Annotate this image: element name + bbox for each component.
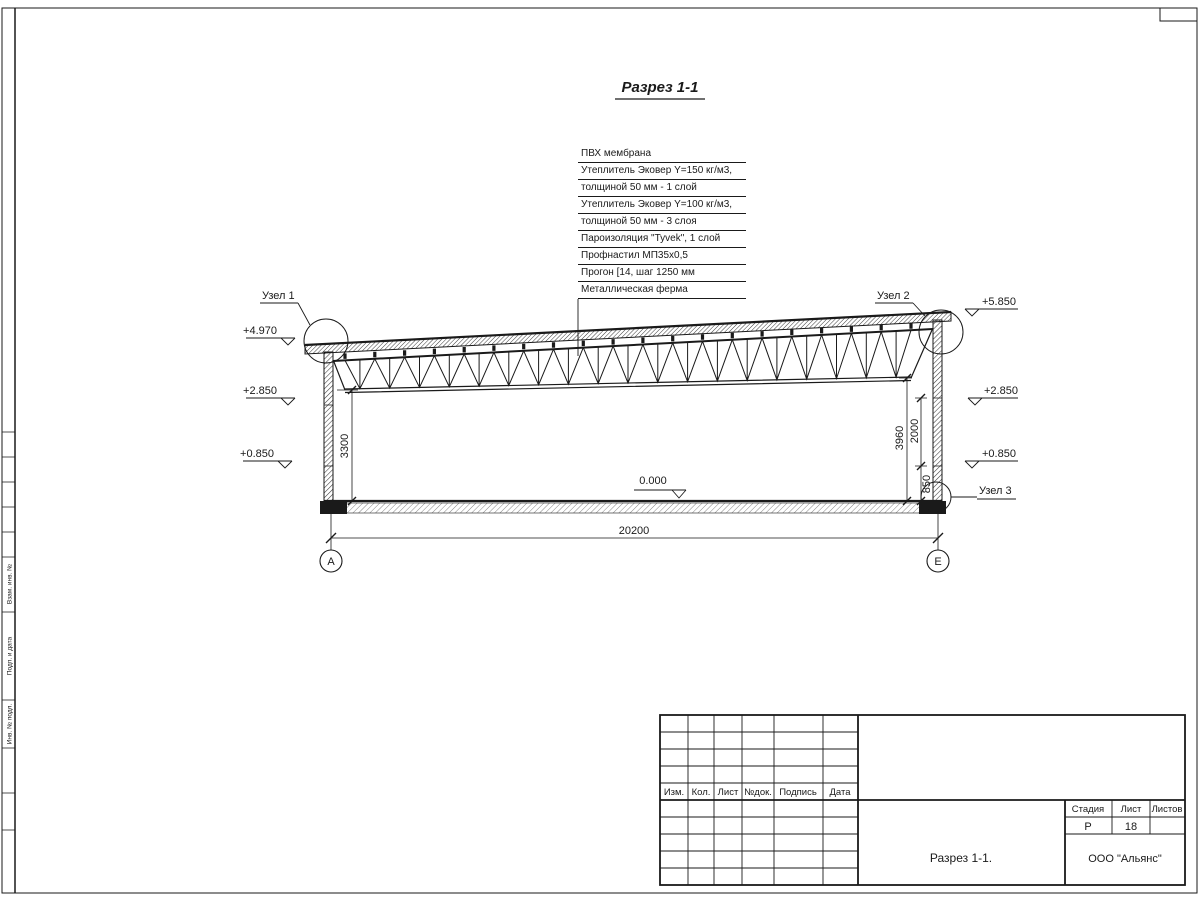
elev-left-low-symbol xyxy=(243,460,293,469)
wall-level-ticks xyxy=(324,397,942,467)
axis-left-letter: А xyxy=(327,556,335,568)
axis-drop-lines xyxy=(330,546,939,550)
left-margin-label: Взам. инв. № xyxy=(7,564,14,604)
elev-right-roof: +5.850 xyxy=(982,296,1016,308)
truss-end-members xyxy=(333,329,933,391)
elev-floor-symbol xyxy=(634,489,687,499)
dim-span-value: 20200 xyxy=(619,525,650,537)
callout-line-9: Металлическая ферма xyxy=(578,282,746,299)
tb-company: ООО "Альянс" xyxy=(1088,853,1162,865)
elev-left-mid: +2.850 xyxy=(243,385,277,397)
node-callouts xyxy=(260,302,1016,513)
tb-col-dok: №док. xyxy=(744,787,772,798)
node3-label: Узел 3 xyxy=(979,485,1012,497)
right-foundation-block xyxy=(919,501,946,514)
elevation-marks xyxy=(243,308,1018,499)
title-block xyxy=(659,714,1186,886)
axis-right-letter: Е xyxy=(934,556,941,568)
dim-right1-ticks xyxy=(902,373,912,506)
node1-leader xyxy=(260,302,311,326)
elev-left-roof-symbol xyxy=(246,337,296,346)
section-view xyxy=(304,310,952,514)
dim-span-ticks xyxy=(325,532,944,544)
view-title: Разрез 1-1 xyxy=(621,79,698,96)
tb-stage-value: Р xyxy=(1084,821,1091,833)
elev-right-mid-symbol xyxy=(967,397,1018,406)
dim-span-lines xyxy=(330,508,939,546)
elev-left-mid-symbol xyxy=(246,397,296,406)
node2-label: Узел 2 xyxy=(877,290,910,302)
tb-col-data: Дата xyxy=(829,787,851,798)
left-margin-label: Инв. № подл. xyxy=(7,704,14,745)
elev-left-roof: +4.970 xyxy=(243,325,277,337)
node2-leader xyxy=(875,302,926,317)
callout-line-8: Прогон [14, шаг 1250 мм xyxy=(578,265,746,282)
tb-col-kol: Кол. xyxy=(692,787,711,798)
truss-top-chord xyxy=(332,328,934,362)
callout-line-1: ПВХ мембрана xyxy=(578,146,746,163)
elev-left-low: +0.850 xyxy=(240,448,274,460)
left-margin-labels: Взам. инв. № Подп. и дата Инв. № подл. xyxy=(7,564,14,744)
corner-stamp-box xyxy=(1159,7,1198,22)
dim-left-height: 3300 xyxy=(339,434,351,458)
node2-circle xyxy=(918,309,964,355)
dim-left-ticks xyxy=(347,385,357,506)
dim-left-lines xyxy=(333,389,358,502)
roof-layers-callout: ПВХ мембрана Утеплитель Эковер Y=150 кг/… xyxy=(578,146,746,299)
node1-label: Узел 1 xyxy=(262,290,295,302)
dim-right-lower: 850 xyxy=(921,475,933,493)
callout-line-3: толщиной 50 мм - 1 слой xyxy=(578,180,746,197)
elev-right-low-symbol xyxy=(964,460,1018,469)
node1-circle xyxy=(303,318,349,364)
callout-line-5: толщиной 50 мм - 3 слоя xyxy=(578,214,746,231)
callout-line-2: Утеплитель Эковер Y=150 кг/м3, xyxy=(578,163,746,180)
callout-line-4: Утеплитель Эковер Y=100 кг/м3, xyxy=(578,197,746,214)
elev-floor: 0.000 xyxy=(639,475,667,487)
left-margin-label: Подп. и дата xyxy=(7,636,14,675)
tb-col-list: Лист xyxy=(718,787,739,798)
dim-right2-ticks xyxy=(916,393,926,506)
dim-right1-lines xyxy=(899,377,912,501)
floor-slab-hatch xyxy=(339,502,927,514)
axis-circle-left xyxy=(319,549,343,573)
left-margin-cells xyxy=(2,431,15,831)
tb-sheets-label: Листов xyxy=(1152,804,1183,815)
title-block-major-lines xyxy=(660,715,1185,885)
elev-right-roof-symbol xyxy=(964,308,1018,317)
tb-stage-label: Стадия xyxy=(1072,804,1104,815)
truss-web-members xyxy=(344,330,912,390)
axis-circle-right xyxy=(926,549,950,573)
tb-col-podpis: Подпись xyxy=(779,787,817,798)
left-wall xyxy=(323,351,334,502)
frame-outer xyxy=(1,7,1198,894)
callout-line-7: Профнастил МП35х0,5 xyxy=(578,248,746,265)
title-block-right-grid xyxy=(1065,800,1185,835)
elev-right-low: +0.850 xyxy=(982,448,1016,460)
tb-sheet-value: 18 xyxy=(1125,821,1137,833)
roof-membrane-line xyxy=(304,310,952,347)
left-foundation-block xyxy=(320,501,347,514)
tb-col-izm: Изм. xyxy=(664,787,684,798)
tb-view-name: Разрез 1-1. xyxy=(930,851,992,865)
dim-right-height: 3960 xyxy=(894,426,906,450)
elev-right-mid: +2.850 xyxy=(984,385,1018,397)
dimension-lines xyxy=(319,373,950,573)
callout-line-6: Пароизоляция "Tyvek", 1 слой xyxy=(578,231,746,248)
node3-leader xyxy=(951,496,1016,500)
right-wall xyxy=(932,319,943,502)
tb-sheet-label: Лист xyxy=(1121,804,1142,815)
sheet-frame xyxy=(1,7,1198,894)
dim-right-upper: 2000 xyxy=(909,419,921,443)
